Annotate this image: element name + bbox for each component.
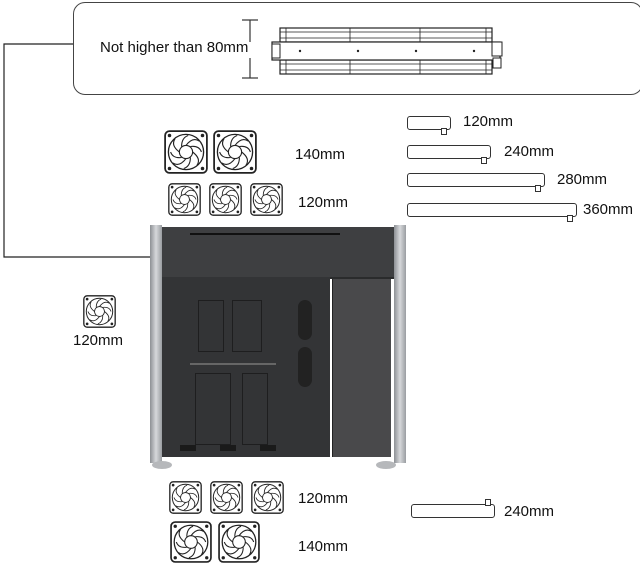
rail [190,363,276,365]
top-fan-120-label: 120mm [298,194,349,211]
case-left-pillar [150,225,162,463]
fan-140mm-icon [218,521,260,563]
cutout [198,300,224,352]
callout-leader-line [3,43,218,258]
fan-120mm-icon [169,481,202,514]
fan-120mm-icon [168,183,201,216]
fan-120mm-icon [210,481,243,514]
cutout [195,373,231,445]
radiator-360mm [407,203,577,222]
vent [180,445,196,451]
bottom-fan-120-label: 120mm [298,490,349,507]
radiator-topview-icon [271,27,503,75]
pc-case [150,225,406,470]
radiator-240mm [407,145,491,164]
dimension-marker-icon [242,19,258,79]
fan-140mm-icon [170,521,212,563]
top-slot [190,233,340,235]
bottom-radiator-label: 240mm [504,503,555,520]
case-foot-left [152,461,172,469]
psu-shroud-panel [332,279,391,457]
cutout [232,300,262,352]
fan-120mm-icon [250,183,283,216]
fan-120mm-icon [251,481,284,514]
cutout [242,373,268,445]
case-foot-right [376,461,396,469]
height-callout-box [73,2,640,95]
cable-grommet [298,347,312,387]
vent [220,445,236,451]
radiator-120mm [407,116,451,135]
radiator-240-label: 240mm [504,143,555,160]
case-right-pillar [394,225,406,463]
rear-fan-label: 120mm [73,332,124,349]
radiator-360-label: 360mm [583,201,634,218]
radiator-120-label: 120mm [463,113,514,130]
bottom-fan-140-label: 140mm [298,538,349,555]
cable-grommet [298,300,312,340]
bottom-radiator-240mm [411,499,495,518]
vent [260,445,276,451]
radiator-280mm [407,173,545,192]
top-fan-140-label: 140mm [295,146,346,163]
radiator-280-label: 280mm [557,171,608,188]
fan-140mm-icon [213,130,257,174]
fan-140mm-icon [164,130,208,174]
fan-120mm-icon [209,183,242,216]
rear-fan-120mm-icon [83,295,116,328]
height-limit-label: Not higher than 80mm [100,39,249,56]
